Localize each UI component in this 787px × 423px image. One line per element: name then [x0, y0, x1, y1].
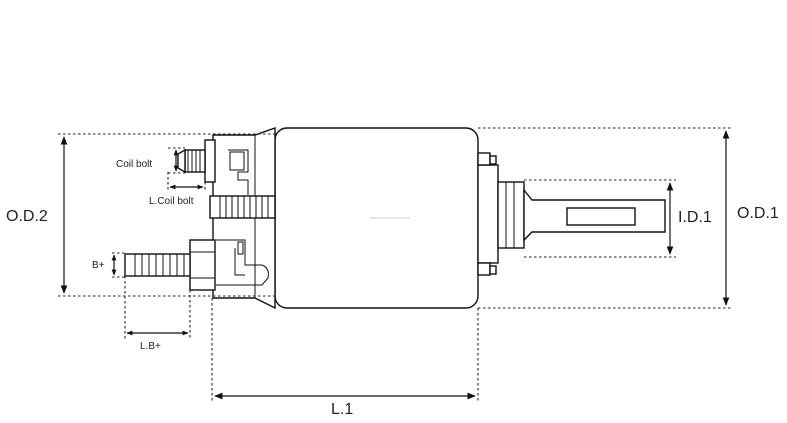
coil-stud: [209, 195, 276, 219]
b-plus-terminal: [124, 239, 216, 291]
b-plus-label: B+: [92, 260, 105, 271]
id1-label: I.D.1: [678, 209, 712, 226]
coil-bolt: [177, 139, 216, 183]
l1-label: L.1: [331, 401, 353, 418]
dimension-arrows: [60, 130, 730, 400]
od1-label: O.D.1: [737, 205, 779, 222]
plunger-assembly: [477, 152, 666, 276]
od2-label: O.D.2: [6, 208, 48, 225]
extension-lines: [58, 127, 732, 402]
l-b-plus-label: L.B+: [140, 341, 161, 352]
coil-bolt-label: Coil bolt: [116, 159, 152, 170]
solenoid-drawing: [124, 127, 666, 310]
l-coil-bolt-label: L.Coil bolt: [149, 196, 194, 207]
